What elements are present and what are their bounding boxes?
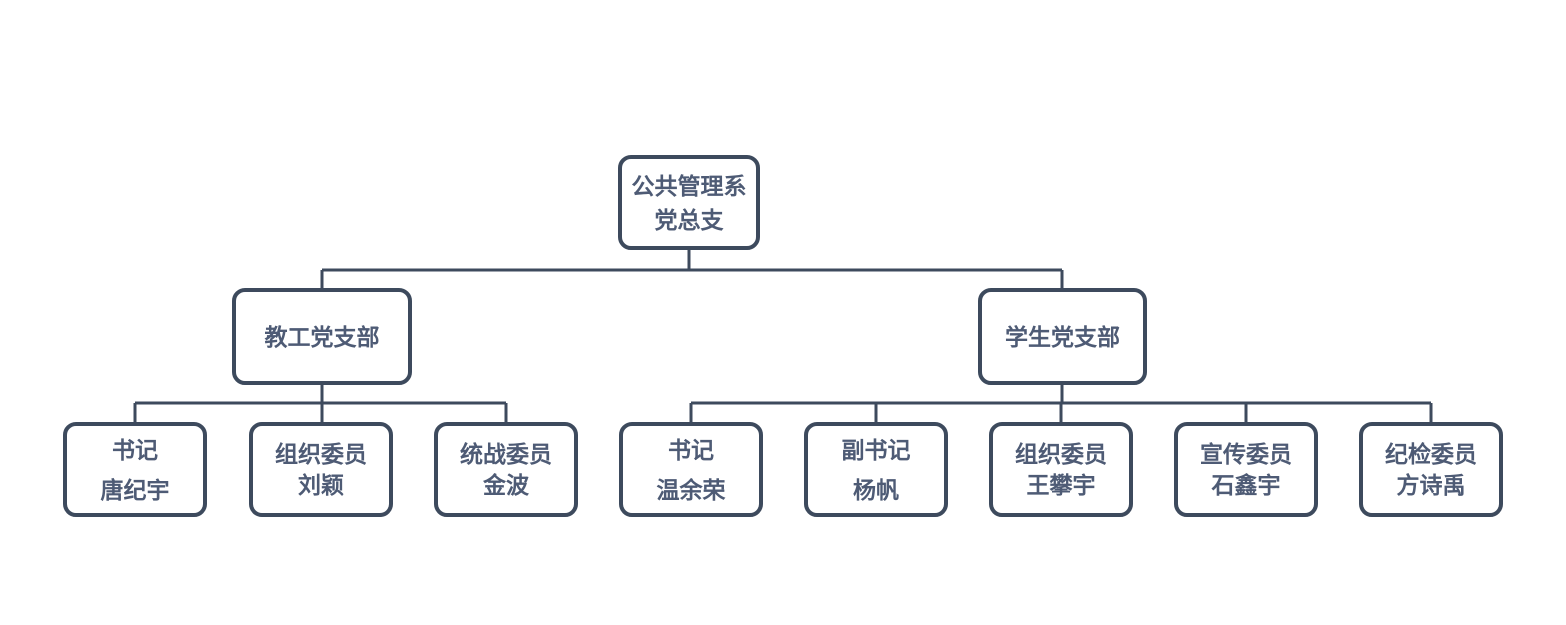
role-label: 书记: [668, 436, 714, 463]
node-title-line: 学生党支部: [1005, 323, 1120, 350]
node-title-line: 党总支: [654, 206, 724, 233]
org-node-faculty-secretary[interactable]: 书记 唐纪宇: [63, 422, 207, 517]
org-node-student-branch[interactable]: 学生党支部: [978, 288, 1147, 385]
name-label: 唐纪宇: [100, 476, 170, 503]
org-node-student-secretary[interactable]: 书记 温余荣: [619, 422, 763, 517]
name-label: 刘颖: [298, 472, 344, 498]
org-node-student-publicity-committee[interactable]: 宣传委员 石鑫宇: [1174, 422, 1318, 517]
node-title-line: 教工党支部: [264, 323, 380, 350]
org-node-root[interactable]: 公共管理系 党总支: [618, 155, 760, 250]
role-label: 宣传委员: [1200, 441, 1292, 467]
org-node-student-org-committee[interactable]: 组织委员 王攀宇: [989, 422, 1133, 517]
name-label: 方诗禹: [1396, 472, 1466, 498]
node-text: 副书记 杨帆: [842, 436, 911, 504]
role-label: 书记: [112, 436, 158, 463]
node-text: 统战委员 金波: [460, 440, 552, 499]
org-node-faculty-branch[interactable]: 教工党支部: [232, 288, 412, 385]
node-text: 组织委员 王攀宇: [1015, 440, 1107, 499]
name-label: 杨帆: [853, 476, 899, 503]
node-text: 书记 温余荣: [657, 436, 726, 504]
name-label: 石鑫宇: [1211, 472, 1281, 498]
org-node-faculty-org-committee[interactable]: 组织委员 刘颖: [249, 422, 393, 517]
name-label: 王攀宇: [1026, 472, 1096, 498]
node-text: 学生党支部: [1005, 323, 1120, 351]
name-label: 金波: [483, 472, 529, 498]
role-label: 组织委员: [1015, 441, 1107, 467]
node-text: 书记 唐纪宇: [101, 436, 170, 504]
role-label: 副书记: [841, 436, 911, 463]
role-label: 纪检委员: [1385, 441, 1477, 467]
role-label: 统战委员: [460, 441, 552, 467]
org-node-student-deputy-secretary[interactable]: 副书记 杨帆: [804, 422, 948, 517]
org-node-student-discipline-committee[interactable]: 纪检委员 方诗禹: [1359, 422, 1503, 517]
node-text: 教工党支部: [265, 323, 380, 351]
node-text: 纪检委员 方诗禹: [1385, 440, 1477, 499]
node-title-line: 公共管理系: [631, 172, 747, 199]
role-label: 组织委员: [275, 441, 367, 467]
node-text: 公共管理系 党总支: [632, 172, 747, 234]
node-text: 组织委员 刘颖: [275, 440, 367, 499]
org-node-faculty-united-front-committee[interactable]: 统战委员 金波: [434, 422, 578, 517]
node-text: 宣传委员 石鑫宇: [1200, 440, 1292, 499]
name-label: 温余荣: [656, 476, 726, 503]
